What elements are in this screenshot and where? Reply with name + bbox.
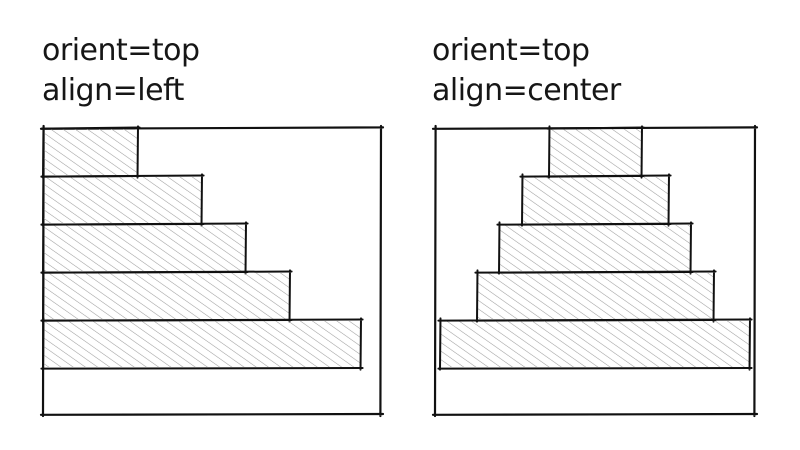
left-bar-4-fill xyxy=(44,273,289,319)
left-panel-align-label: align=left xyxy=(42,73,184,108)
center-bar-3 xyxy=(496,221,694,275)
left-bar-2 xyxy=(40,173,205,227)
center-bar-1-fill xyxy=(550,129,641,175)
center-bar-5 xyxy=(437,317,753,371)
left-panel-orient-label: orient=top xyxy=(42,33,200,68)
center-bar-2-fill xyxy=(523,177,668,223)
center-bar-5-fill xyxy=(441,321,749,367)
center-bar-3-fill xyxy=(500,225,690,271)
left-panel-frame xyxy=(39,124,385,418)
right-panel-align-label: align=center xyxy=(432,73,621,108)
right-panel-orient-label: orient=top xyxy=(432,33,590,68)
center-bar-4-fill xyxy=(478,273,713,319)
left-bar-3 xyxy=(40,221,249,275)
left-bar-2-fill xyxy=(44,177,201,223)
left-bar-1-fill xyxy=(44,129,137,175)
center-bar-2 xyxy=(519,173,672,227)
left-bar-5-fill xyxy=(44,321,360,367)
center-bar-4 xyxy=(474,269,717,323)
left-bar-4 xyxy=(40,269,293,323)
center-bar-1 xyxy=(546,125,645,179)
left-bar-5 xyxy=(40,317,364,371)
left-bar-1 xyxy=(40,125,141,179)
left-bar-3-fill xyxy=(44,225,245,271)
